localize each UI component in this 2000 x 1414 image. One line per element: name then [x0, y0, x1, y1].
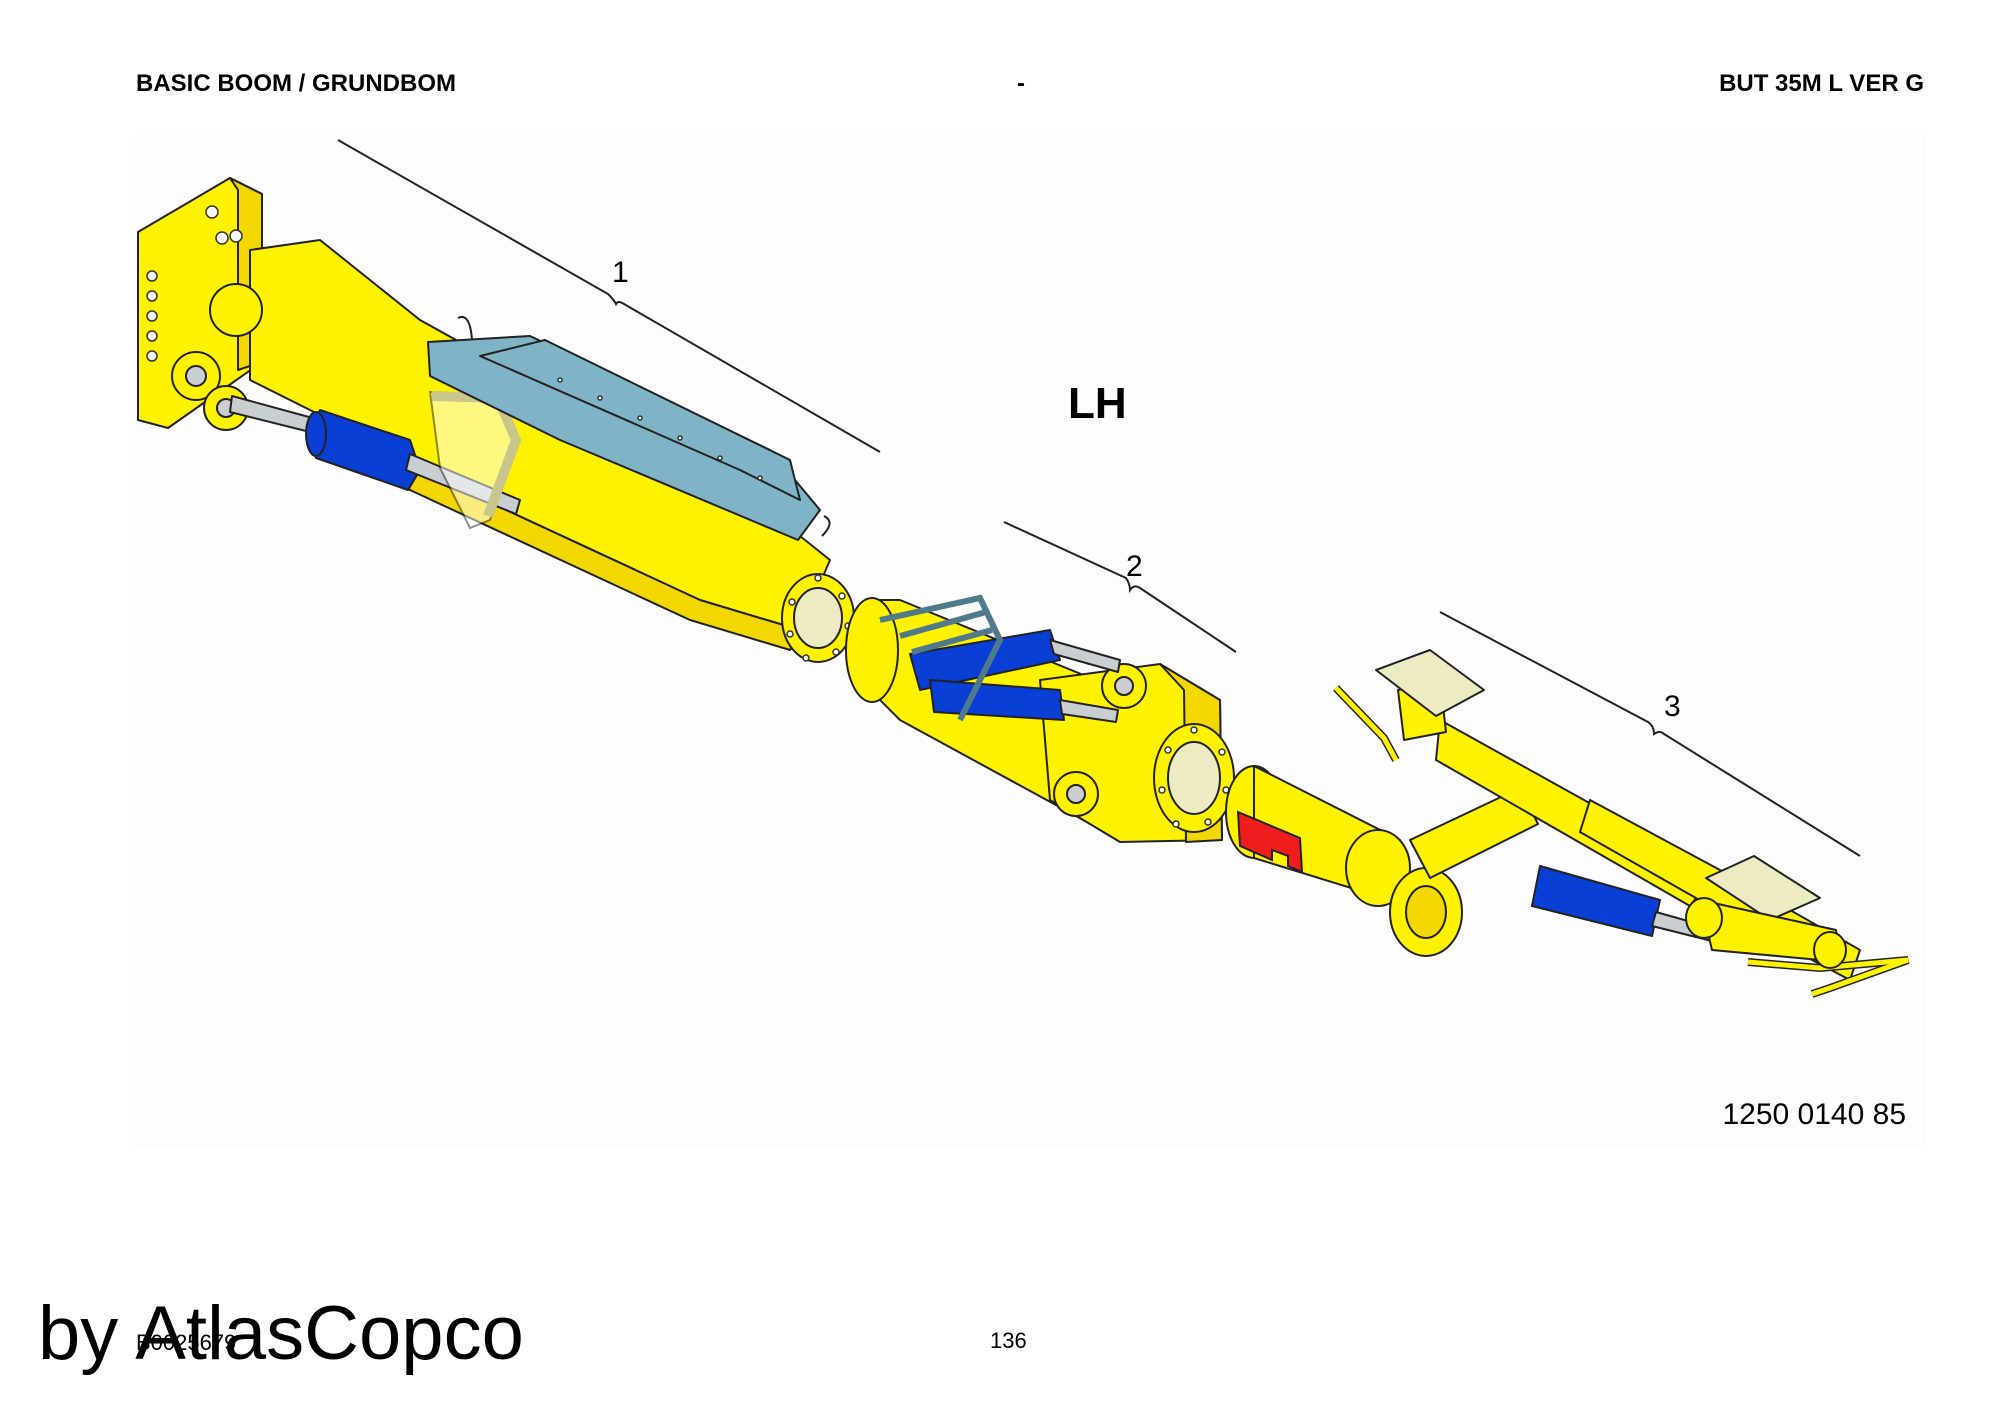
header-model: BUT 35M L VER G: [1719, 70, 1924, 97]
callout-leader-2: [1003, 521, 1237, 653]
footer-document-code: B0025679: [136, 1330, 237, 1355]
boom-section-3: [1225, 649, 1910, 998]
footer-page-number: 136: [990, 1328, 1027, 1353]
callout-leader-3: [1439, 611, 1861, 857]
diagram-part-number: 1250 0140 85: [1722, 1098, 1906, 1131]
callout-1: 1: [612, 256, 629, 289]
watermark-text: by AtlasCopco: [38, 1291, 524, 1376]
callout-3: 3: [1664, 690, 1681, 723]
header-separator: -: [1017, 70, 1025, 97]
red-indicator-block: [1236, 810, 1304, 874]
boom-section-1: [137, 177, 855, 663]
boom-illustration: 1 2 3 LH: [137, 139, 1910, 1131]
callout-2: 2: [1126, 550, 1143, 583]
exploded-view-diagram: 1 2 3 LH: [134, 135, 1926, 1147]
guard-frame: [879, 594, 1004, 722]
callout-leader-1: [337, 139, 881, 453]
header-title: BASIC BOOM / GRUNDBOM: [136, 70, 456, 97]
boom-section-2: [845, 594, 1235, 843]
side-label-lh: LH: [1068, 379, 1127, 428]
